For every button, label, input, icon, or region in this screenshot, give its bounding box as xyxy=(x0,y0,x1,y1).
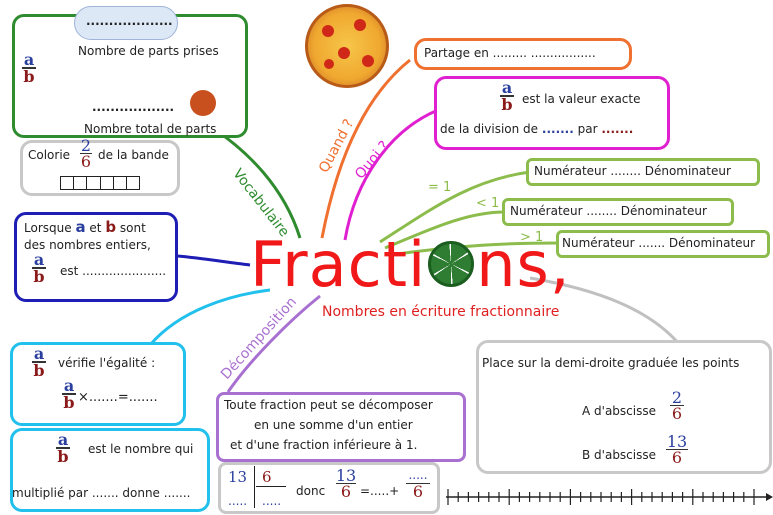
verifie-times: ×.......=....... xyxy=(78,390,158,405)
band-cell[interactable] xyxy=(74,177,88,189)
nombre-qui-box xyxy=(10,428,210,512)
vocab-a: a xyxy=(23,50,35,69)
pie-o-icon xyxy=(428,241,475,287)
colorie-band[interactable] xyxy=(60,176,140,190)
branch-gt1 xyxy=(389,241,559,257)
div-dividend: 13 xyxy=(228,468,248,486)
branch-demi-droite xyxy=(529,276,682,346)
division-box xyxy=(218,462,440,514)
div-remainder: ..... xyxy=(228,494,248,508)
branch-lorsque xyxy=(177,254,251,267)
decomposition-box xyxy=(216,392,466,462)
branch-quoi xyxy=(343,108,439,241)
quoi-fraction: a b xyxy=(500,78,514,114)
comparison-box-eq1 xyxy=(526,158,760,186)
lorsque-fraction: a b xyxy=(32,250,46,286)
band-cell[interactable] xyxy=(61,177,75,189)
vocab-fraction: a b xyxy=(22,50,36,86)
verifie-fraction-2: a b xyxy=(62,376,76,412)
div-donc: donc xyxy=(296,484,326,498)
decomp-line3: et d'une fraction inférieure à 1. xyxy=(230,438,418,452)
branch-eq1 xyxy=(379,170,531,244)
verifie-box xyxy=(10,342,186,426)
point-a-label: A d'abscisse xyxy=(582,404,656,418)
pizza-icon xyxy=(305,4,389,88)
vocab-parts-prises: Nombre de parts prises xyxy=(78,44,219,58)
partage-text: Partage en ......... ................. xyxy=(424,46,596,60)
point-b-label: B d'abscisse xyxy=(582,448,657,462)
colorie-suffix: de la bande xyxy=(98,148,169,162)
comparison-text-eq1: Numérateur ........ Dénominateur xyxy=(534,164,731,178)
vocab-top-dots: ................... xyxy=(86,14,173,28)
div-quotient: ..... xyxy=(262,494,282,508)
vocab-total-parts: Nombre total de parts xyxy=(84,122,217,136)
band-cell[interactable] xyxy=(101,177,114,189)
label-gt1: > 1 xyxy=(520,230,544,245)
decomp-line2: en une somme d'un entier xyxy=(254,418,413,432)
div-horizontal-bar xyxy=(256,486,286,487)
nombre-qui-text: est le nombre qui xyxy=(88,442,194,456)
quoi-text1: est la valeur exacte xyxy=(522,92,641,106)
div-fraction-13-6: 13 6 xyxy=(335,466,357,501)
branch-decomposition xyxy=(226,294,321,393)
comparison-box-gt1 xyxy=(556,230,770,258)
point-b-fraction: 13 6 xyxy=(666,432,688,467)
quoi-text2: de la division de ....... par ....... xyxy=(440,122,634,136)
demi-droite-text: Place sur la demi-droite graduée les poi… xyxy=(482,356,740,370)
demi-droite-box xyxy=(476,340,772,474)
lorsque-line1: Lorsque a et b sont xyxy=(24,218,146,236)
point-a-fraction: 2 6 xyxy=(670,388,684,423)
nombre-qui-line2: multiplié par ....... donne ....... xyxy=(12,486,191,500)
vocab-bottom-dots: .................. xyxy=(92,100,175,114)
label-eq1: = 1 xyxy=(428,180,452,195)
comparison-box-lt1 xyxy=(502,198,734,226)
colorie-num: 2 xyxy=(80,136,92,155)
branch-lt1 xyxy=(384,210,506,250)
branch-quand xyxy=(320,58,411,239)
subtitle: Nombres en écriture fractionnaire xyxy=(322,304,560,320)
comparison-text-lt1: Numérateur ........ Dénominateur xyxy=(510,204,707,218)
lorsque-est: est ...................... xyxy=(60,264,167,278)
div-fraction-rest: ..... 6 xyxy=(406,468,430,500)
band-cell[interactable] xyxy=(114,177,127,189)
decomp-line1: Toute fraction peut se décomposer xyxy=(224,398,433,412)
div-vertical-bar xyxy=(254,466,255,508)
vocab-b: b xyxy=(23,67,35,86)
colorie-fraction: 2 6 xyxy=(80,136,92,171)
branch-verifie xyxy=(148,288,271,346)
quoi-box xyxy=(434,76,670,150)
cloud-shape xyxy=(74,6,178,40)
comparison-text-gt1: Numérateur ....... Dénominateur xyxy=(562,236,756,250)
div-eq: =.....+ xyxy=(360,484,400,498)
devil-icon xyxy=(190,90,216,116)
label-lt1: < 1 xyxy=(476,196,500,211)
band-cell[interactable] xyxy=(87,177,101,189)
verifie-text: vérifie l'égalité : xyxy=(58,356,156,370)
main-title: Fracti ns, xyxy=(250,227,571,301)
div-divisor: 6 xyxy=(262,468,272,486)
colorie-den: 6 xyxy=(80,152,92,171)
colorie-prefix: Colorie xyxy=(28,148,71,162)
lorsque-line2: des nombres entiers, xyxy=(24,238,151,252)
partage-box xyxy=(414,38,632,70)
lorsque-box xyxy=(14,212,178,302)
verifie-fraction: a b xyxy=(32,344,46,380)
nombre-qui-fraction: a b xyxy=(56,430,70,466)
